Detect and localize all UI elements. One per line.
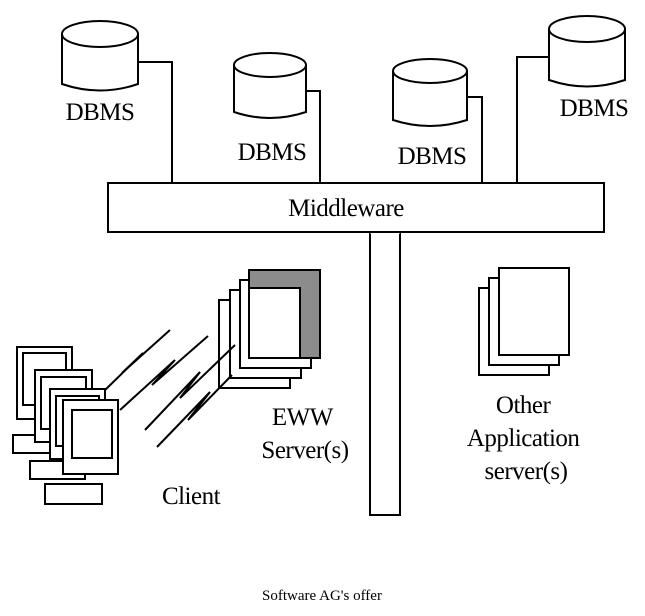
eww-server-label: EWW Server(s) [261, 404, 348, 464]
client-computers-icon [12, 346, 119, 505]
client-label: Client [162, 483, 221, 510]
dbms-label-3: DBMS [398, 143, 467, 170]
dbms-label-2: DBMS [238, 139, 307, 166]
dbms-cylinder-2 [233, 52, 307, 119]
middleware-label: Middleware [288, 195, 404, 222]
middleware-trunk [369, 230, 401, 516]
figure-caption: Software AG's offer [262, 588, 382, 604]
middleware-bar [107, 182, 605, 233]
eww-server-icon [218, 269, 321, 389]
dbms-cylinder-4 [548, 15, 626, 88]
network-link-icons [102, 329, 236, 448]
db-connectors [139, 56, 548, 183]
dbms-cylinder-3 [392, 58, 468, 127]
application-server-icon [478, 267, 570, 376]
dbms-labels: DBMS DBMS DBMS DBMS [66, 95, 629, 170]
dbms-cylinder-1 [61, 20, 139, 92]
other-app-label: Other Application server(s) [467, 392, 585, 485]
dbms-label-4: DBMS [560, 95, 629, 122]
dbms-label-1: DBMS [66, 99, 135, 126]
